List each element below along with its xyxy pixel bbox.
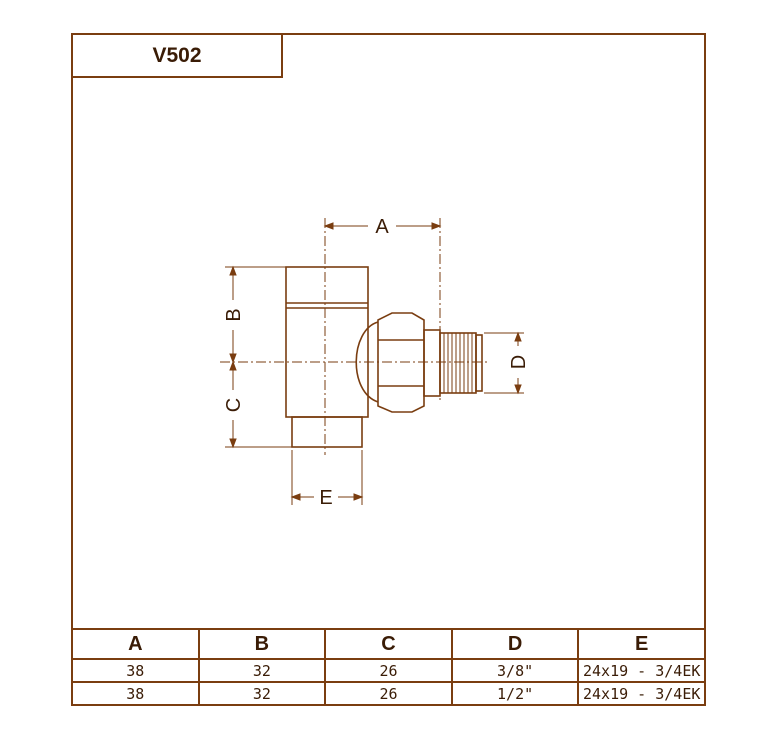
dim-c-arrow-bottom [229, 438, 237, 449]
drawing-frame [71, 33, 706, 706]
body-dome [355, 321, 379, 403]
threaded-end-cap [475, 334, 483, 392]
dim-label-a: A [375, 216, 389, 238]
table-cell: 38 [71, 658, 200, 683]
column-header-e: E [577, 628, 706, 660]
dim-label-b: B [223, 308, 245, 321]
table-row: 38 32 26 3/8" 24x19 - 3/4EK [71, 658, 706, 683]
column-header-d: D [450, 628, 580, 660]
table-cell: 1/2" [450, 681, 580, 706]
table-cell: 26 [324, 658, 453, 683]
column-header-b: B [197, 628, 327, 660]
dim-e-arrow-right [353, 493, 364, 501]
threaded-end [439, 332, 477, 394]
dim-a-arrow-left [323, 222, 334, 230]
dim-b-arrow-bottom [229, 353, 237, 364]
table-cell: 24x19 - 3/4EK [577, 681, 706, 706]
hex-nut [377, 312, 425, 413]
dim-d-arrow-bottom [514, 384, 522, 395]
model-title: V502 [152, 43, 202, 67]
title-box: V502 [71, 33, 283, 78]
dimension-table: A B C D E 38 32 26 3/8" 24x19 - 3/4EK 38… [71, 628, 706, 706]
table-cell: 38 [71, 681, 200, 706]
thread-lines [443, 333, 473, 393]
dim-a-arrow-right [431, 222, 442, 230]
valve-body [285, 266, 369, 418]
table-cell: 26 [324, 681, 453, 706]
table-cell: 3/8" [450, 658, 580, 683]
table-header-row: A B C D E [71, 628, 706, 660]
table-cell: 32 [197, 681, 327, 706]
dim-label-e: E [319, 487, 332, 509]
dim-c-arrow-top [229, 360, 237, 371]
dim-e-arrow-left [290, 493, 301, 501]
column-header-a: A [71, 628, 200, 660]
nut-collar [423, 329, 441, 397]
column-header-c: C [324, 628, 453, 660]
table-cell: 24x19 - 3/4EK [577, 658, 706, 683]
dim-label-c: C [223, 398, 245, 412]
table-cell: 32 [197, 658, 327, 683]
dim-label-d: D [508, 355, 530, 369]
table-row: 38 32 26 1/2" 24x19 - 3/4EK [71, 681, 706, 706]
bottom-spigot [291, 416, 363, 448]
dim-b-arrow-top [229, 265, 237, 276]
dim-d-arrow-top [514, 331, 522, 342]
